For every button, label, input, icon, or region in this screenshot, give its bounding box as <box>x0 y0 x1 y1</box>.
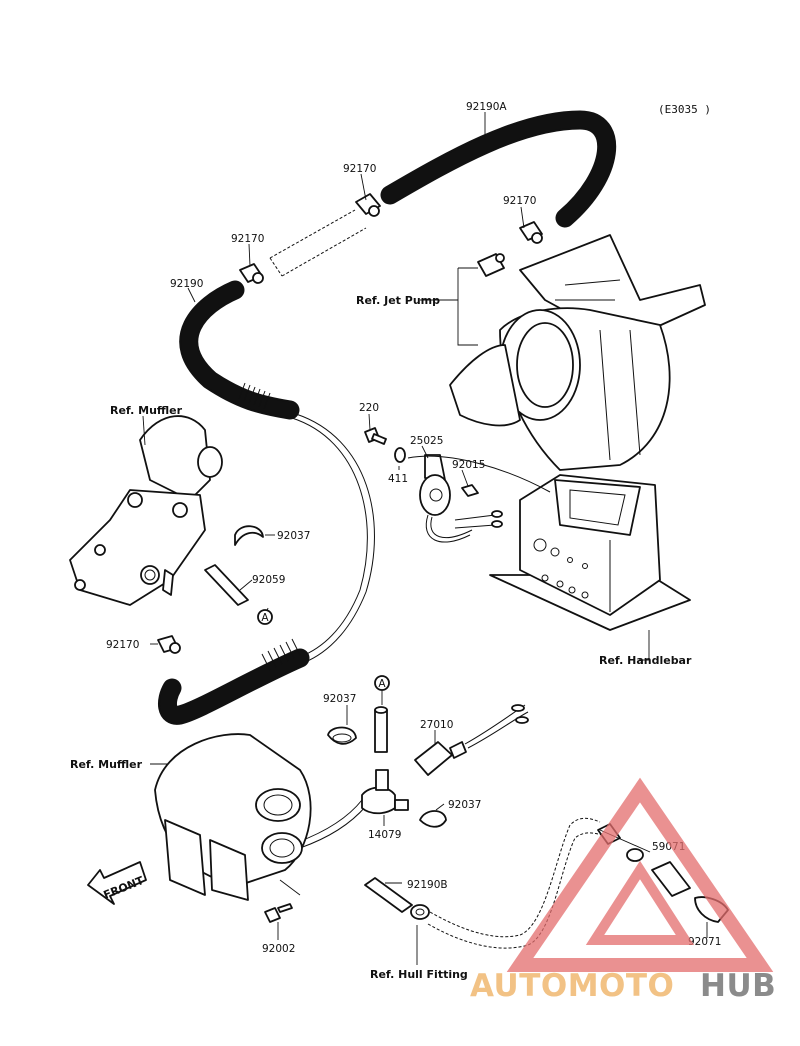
label-ref-hull-fitting: Ref. Hull Fitting <box>370 968 468 981</box>
label-ref-muffler-lower: Ref. Muffler <box>70 758 143 771</box>
watermark-text: AUTOMOTO HUB <box>470 968 776 1004</box>
label-92002: 92002 <box>262 943 295 955</box>
label-ref-muffler-upper: Ref. Muffler <box>110 404 183 417</box>
label-92190b: 92190B <box>407 879 448 891</box>
clamp-92170-right <box>519 221 543 244</box>
hose-92190b <box>364 877 413 913</box>
label-92071: 92071 <box>688 936 721 948</box>
bolt-220 <box>364 427 387 445</box>
clamp-92170-lower <box>157 635 181 654</box>
front-arrow <box>87 861 147 905</box>
jet-pump-nipple <box>477 253 505 277</box>
label-92037-lower-right: 92037 <box>448 799 481 811</box>
label-92170-right: 92170 <box>503 195 536 207</box>
label-92190a: 92190A <box>466 101 507 113</box>
washer-411 <box>394 447 406 463</box>
svg-text:HUB: HUB <box>700 968 776 1004</box>
jet-pump <box>449 234 706 471</box>
label-92037-upper: 92037 <box>277 530 310 542</box>
label-92059: 92059 <box>252 574 285 586</box>
watermark-logo <box>506 777 774 972</box>
bolt-92002 <box>264 903 293 923</box>
hose-hidden-section <box>269 209 367 277</box>
clamp-92170-left <box>239 263 264 284</box>
nut-92015 <box>461 484 479 497</box>
clip-92037-lower-right <box>419 810 447 828</box>
label-92037-lower-left: 92037 <box>323 693 356 705</box>
diagram-code: (E3035 ) <box>658 103 711 116</box>
hose-short-a <box>374 706 388 753</box>
hose-92059 <box>204 564 249 606</box>
label-ref-handlebar: Ref. Handlebar <box>599 654 692 667</box>
hose-92190a <box>380 110 617 228</box>
tee-fitting-14079 <box>361 769 409 815</box>
label-411: 411 <box>388 473 408 485</box>
label-92170-lower: 92170 <box>106 639 139 651</box>
label-220: 220 <box>359 402 379 414</box>
label-27010: 27010 <box>420 719 453 731</box>
hose-92190 <box>179 280 300 420</box>
label-92170-top: 92170 <box>343 163 376 175</box>
part-labels: (E3035 ) 92190A 92170 92170 92170 92190 … <box>70 101 721 981</box>
callout-a-lower: A <box>374 675 390 691</box>
clamp-92170-top <box>355 193 381 217</box>
clip-92037-upper <box>234 525 264 546</box>
bracket-25025 <box>419 454 503 543</box>
label-ref-jet-pump: Ref. Jet Pump <box>356 294 440 307</box>
svg-text:AUTOMOTO: AUTOMOTO <box>470 968 674 1004</box>
svg-text:A: A <box>261 612 269 624</box>
label-25025: 25025 <box>410 435 443 447</box>
handlebar-housing <box>489 474 691 631</box>
hose-lower-muffler <box>158 638 310 725</box>
callout-a-upper: A <box>257 609 273 625</box>
label-14079: 14079 <box>368 829 401 841</box>
muffler-upper <box>69 415 223 606</box>
hose-return-line <box>289 413 375 667</box>
label-92170-left: 92170 <box>231 233 264 245</box>
bracket-link-line <box>407 455 551 493</box>
hull-fitting-nipple <box>410 904 430 920</box>
clip-92037-lower-left <box>327 726 357 745</box>
lower-muffler <box>154 733 312 901</box>
label-92190: 92190 <box>170 278 203 290</box>
label-92015: 92015 <box>452 459 485 471</box>
svg-text:A: A <box>378 678 386 690</box>
switch-27010 <box>414 704 529 776</box>
